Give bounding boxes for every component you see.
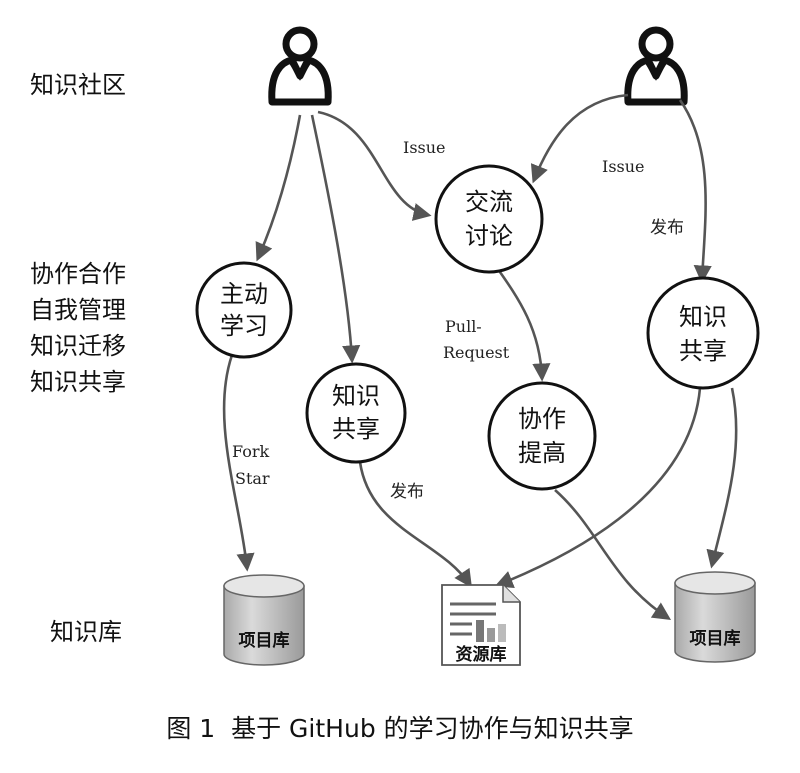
- edge-user-to-active-learning: [255, 114, 302, 262]
- row-label-community: 知识社区: [30, 71, 126, 99]
- edge-label-publish-left: 发布: [390, 482, 424, 502]
- edge-label-publish-right: 发布: [650, 218, 684, 238]
- user-icon: [268, 26, 332, 106]
- node-collab-improve-line-1: 协作: [518, 405, 566, 433]
- node-knowledge-share-right-line-1: 知识: [679, 303, 727, 331]
- node-discussion-line-1: 交流: [465, 188, 513, 216]
- node-active-learning-line-1: 主动: [220, 280, 268, 308]
- edge-label-pull: Pull-: [445, 317, 482, 336]
- edge-user-right-to-knowledge-share-right: [678, 99, 712, 284]
- resource-repo-label: 资源库: [456, 644, 507, 665]
- row-label-library: 知识库: [50, 618, 122, 646]
- node-knowledge-share-right-line-2: 共享: [679, 337, 727, 365]
- node-discussion-line-2: 讨论: [465, 222, 513, 250]
- edge-label-fork: Fork: [232, 442, 270, 461]
- edge-label-star: Star: [235, 469, 270, 488]
- edge-collab-improve-to-project-repo-right: [554, 489, 672, 620]
- edge-label-issue-right: Issue: [602, 157, 645, 176]
- node-knowledge-share-left-line-2: 共享: [332, 415, 380, 443]
- node-collab-improve: 协作 提高: [487, 381, 597, 491]
- edge-active-learning-to-project-repo-left: [222, 354, 255, 572]
- node-knowledge-share-left: 知识 共享: [305, 362, 407, 464]
- edge-user-to-knowledge-share-left: [310, 114, 361, 364]
- project-repo-right-label: 项目库: [690, 628, 741, 649]
- row-label-activity-4: 知识共享: [30, 368, 126, 396]
- edge-knowledge-share-right-to-project-repo-right: [706, 387, 738, 569]
- database-icon: 项目库: [674, 571, 756, 663]
- node-discussion: 交流 讨论: [434, 164, 544, 274]
- row-label-activity-1: 协作合作: [30, 260, 126, 288]
- figure-caption: 图 1 基于 GitHub 的学习协作与知识共享: [166, 714, 633, 743]
- project-repo-left-label: 项目库: [239, 630, 290, 651]
- node-collab-improve-line-2: 提高: [518, 439, 566, 467]
- node-active-learning: 主动 学习: [195, 261, 293, 359]
- edge-user-right-to-discussion: [530, 93, 629, 184]
- edge-label-issue-left: Issue: [403, 138, 446, 157]
- edge-user-to-discussion: [317, 110, 432, 221]
- database-icon: 项目库: [223, 574, 305, 666]
- node-knowledge-share-right: 知识 共享: [646, 276, 760, 390]
- row-label-activity-3: 知识迁移: [30, 332, 126, 360]
- node-active-learning-line-2: 学习: [220, 312, 268, 340]
- edge-discussion-to-collab-improve: [493, 264, 551, 382]
- user-icon: [624, 26, 688, 106]
- row-label-activity-2: 自我管理: [30, 296, 126, 324]
- edge-label-request: Request: [443, 343, 510, 362]
- document-icon: 资源库: [441, 584, 521, 666]
- node-knowledge-share-left-line-1: 知识: [332, 382, 380, 410]
- edge-knowledge-share-right-to-resource-repo: [494, 387, 702, 588]
- edge-knowledge-share-left-to-resource-repo: [358, 461, 473, 589]
